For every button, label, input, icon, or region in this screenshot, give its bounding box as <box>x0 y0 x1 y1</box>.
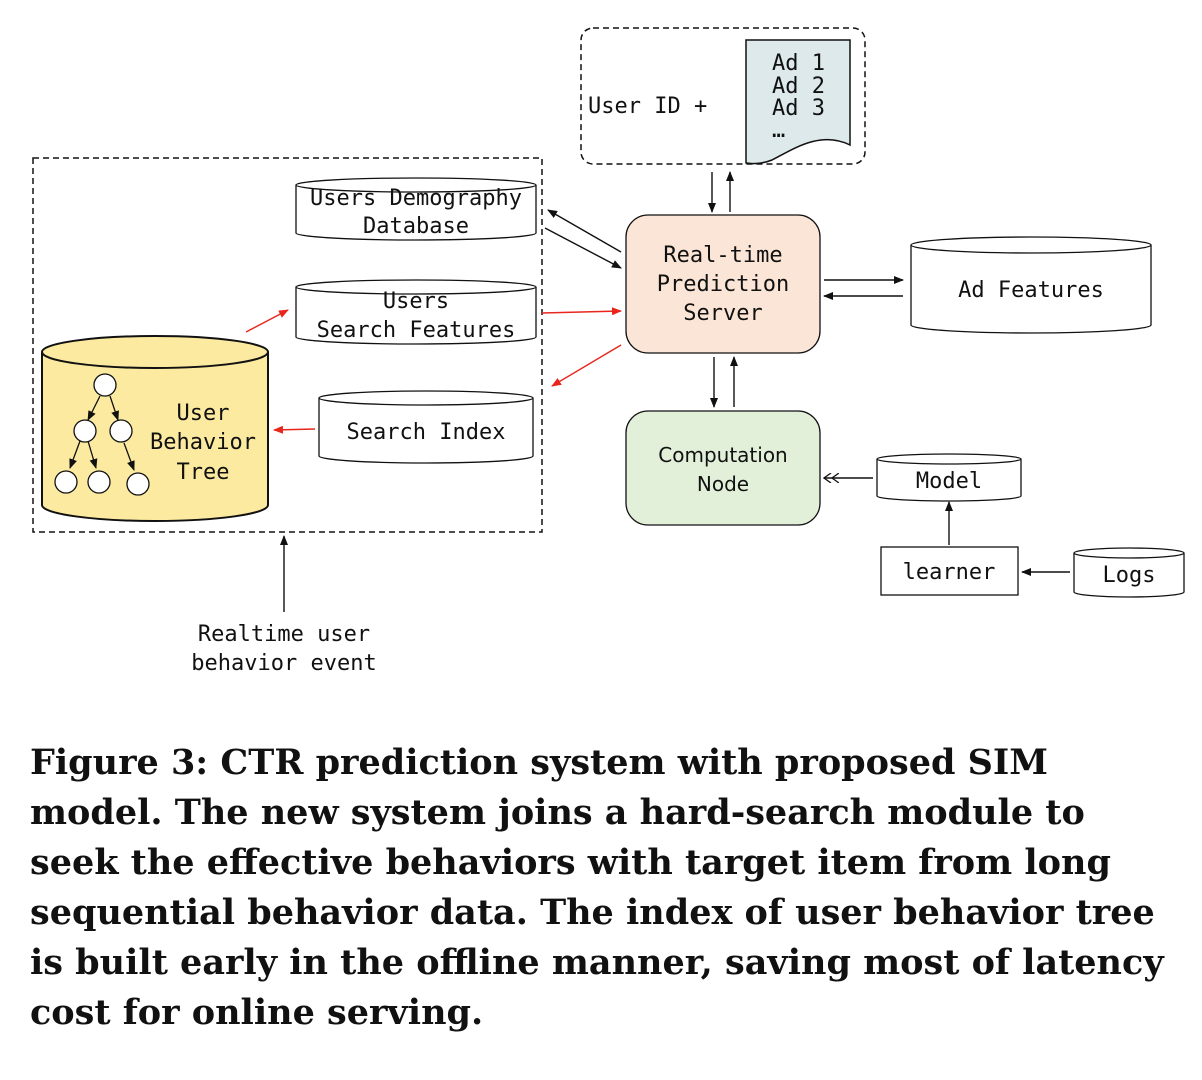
users-demography-database: Users Demography Database <box>295 177 537 241</box>
user-behavior-tree-database: User Behavior Tree <box>41 335 269 522</box>
user-id-label: User ID + <box>588 94 707 119</box>
ad-item-1: Ad 1 <box>772 51 825 76</box>
prediction-server-label-3: Server <box>683 301 762 326</box>
computation-node: Computation Node <box>625 410 821 526</box>
users-search-features-database: Users Search Features <box>295 279 537 345</box>
model-database: Model <box>876 453 1022 502</box>
figure-caption: Figure 3: CTR prediction system with pro… <box>30 742 1164 1033</box>
search-index-label: Search Index <box>347 420 506 445</box>
ad-list-document: Ad 1 Ad 2 Ad 3 … <box>745 39 851 165</box>
users-search-features-label-2: Search Features <box>317 318 516 343</box>
realtime-event-label-2: behavior event <box>191 651 376 676</box>
search-index-database: Search Index <box>318 390 534 464</box>
prediction-server-node: Real-time Prediction Server <box>625 214 821 354</box>
prediction-server-label-1: Real-time <box>663 243 782 268</box>
prediction-server-label-2: Prediction <box>657 272 789 297</box>
model-label: Model <box>916 469 982 494</box>
computation-node-label-2: Node <box>697 472 749 496</box>
ad-item-2: Ad 2 <box>772 74 825 99</box>
ad-item-3: Ad 3 <box>772 96 825 121</box>
logs-label: Logs <box>1103 563 1156 588</box>
logs-database: Logs <box>1073 547 1185 598</box>
ad-features-label: Ad Features <box>958 278 1104 303</box>
user-behavior-tree-label-1: User <box>177 401 230 426</box>
ad-item-more: … <box>772 118 785 143</box>
architecture-diagram: User ID + Ad 1 Ad 2 Ad 3 … Users Demogra… <box>32 27 1185 676</box>
learner-box: learner <box>880 546 1019 596</box>
learner-label: learner <box>903 560 996 585</box>
users-demography-label-2: Database <box>363 214 469 239</box>
ad-request-box: User ID + Ad 1 Ad 2 Ad 3 … <box>580 27 866 165</box>
users-search-features-label-1: Users <box>383 289 449 314</box>
tree-icon <box>54 373 150 496</box>
connector-arrows <box>280 171 1070 612</box>
users-demography-label-1: Users Demography <box>310 186 522 211</box>
realtime-event-label-1: Realtime user <box>198 622 370 647</box>
user-behavior-tree-label-2: Behavior <box>150 430 256 455</box>
search-flow-arrows <box>245 307 622 434</box>
user-behavior-tree-label-3: Tree <box>177 460 230 485</box>
computation-node-label-1: Computation <box>658 443 787 467</box>
ad-features-database: Ad Features <box>910 236 1152 334</box>
search-module-box <box>32 157 543 533</box>
